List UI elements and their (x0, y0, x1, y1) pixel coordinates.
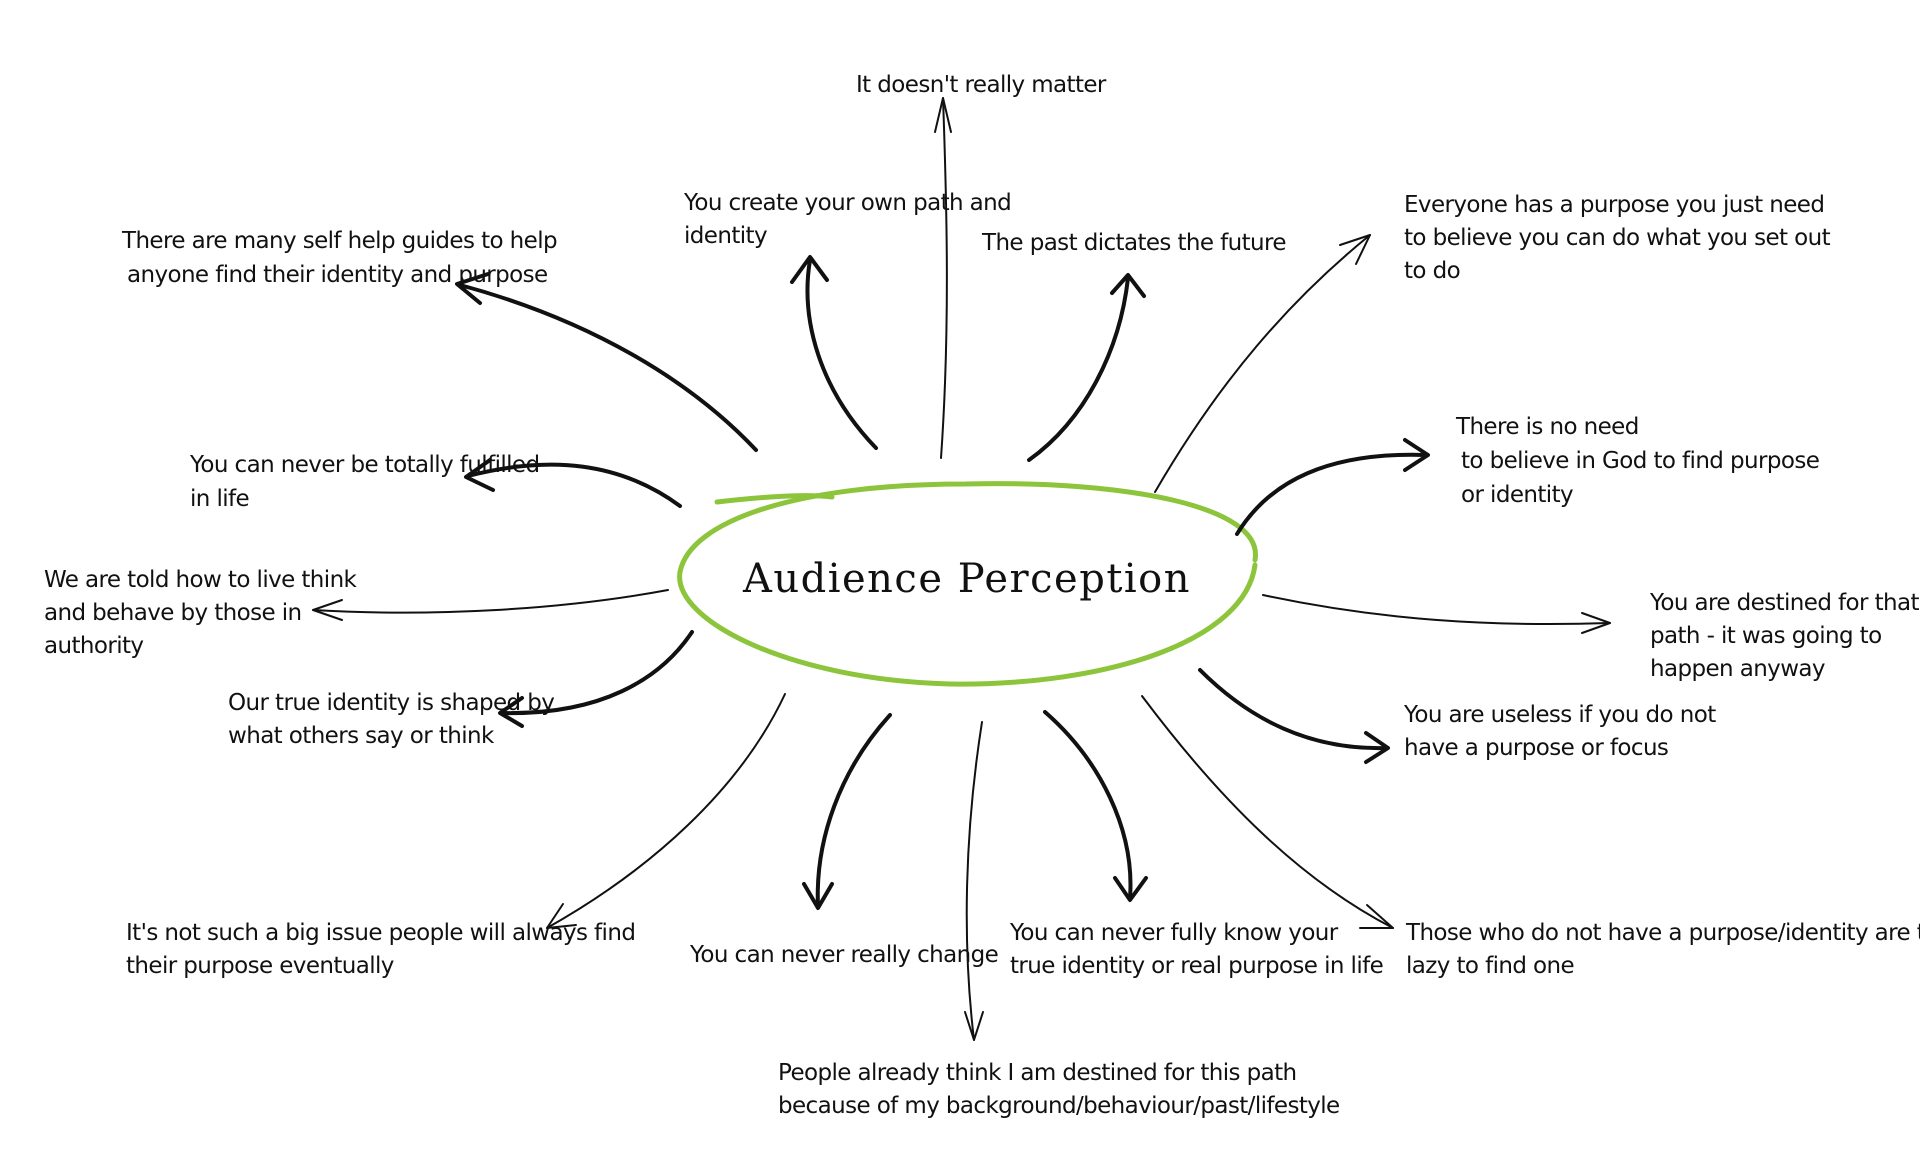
label-never-fulfilled: You can never be totally fulfilled in li… (189, 452, 546, 512)
arrow-everyone-purpose (1154, 234, 1371, 493)
label-others-say: Our true identity is shaped by what othe… (228, 690, 561, 749)
arrow-destined (1262, 594, 1611, 634)
central-ring (677, 481, 1258, 687)
label-doesnt-matter: It doesn't really matter (856, 72, 1107, 98)
arrow-doesnt-matter (934, 97, 952, 459)
arrow-no-need-god (1235, 438, 1430, 536)
label-lazy: Those who do not have a purpose/identity… (1405, 920, 1920, 979)
label-past-future: The past dictates the future (981, 230, 1286, 256)
label-background: People already think I am destined for t… (778, 1060, 1340, 1119)
label-told-how: We are told how to live think and behave… (44, 567, 363, 659)
label-destined: You are destined for that path - it was … (1649, 590, 1920, 682)
label-not-big-issue: It's not such a big issue people will al… (126, 920, 642, 979)
arrow-told-how (312, 589, 669, 621)
arrow-never-change (802, 713, 892, 910)
arrow-useless (1198, 668, 1390, 764)
arrow-never-know (1043, 710, 1148, 902)
label-no-need-god: There is no need to believe in God to fi… (1455, 414, 1826, 508)
label-self-help: There are many self help guides to help … (121, 228, 564, 288)
arrow-past-future (1027, 273, 1146, 462)
label-own-path: You create your own path and identity (683, 190, 1018, 249)
arrow-background (964, 721, 984, 1041)
arrow-not-big-issue (546, 693, 786, 929)
arrow-others-say (498, 630, 694, 728)
arrow-lazy (1141, 695, 1394, 929)
label-never-change: You can never really change (689, 942, 998, 968)
label-everyone-purpose: Everyone has a purpose you just need to … (1404, 192, 1837, 284)
arrow-self-help (455, 272, 758, 452)
arrow-never-fulfilled (464, 458, 682, 508)
arrow-own-path (790, 255, 878, 450)
label-never-know: You can never fully know your true ident… (1009, 920, 1383, 979)
label-useless: You are useless if you do not have a pur… (1403, 702, 1722, 761)
central-title: Audience Perception (742, 556, 1191, 602)
